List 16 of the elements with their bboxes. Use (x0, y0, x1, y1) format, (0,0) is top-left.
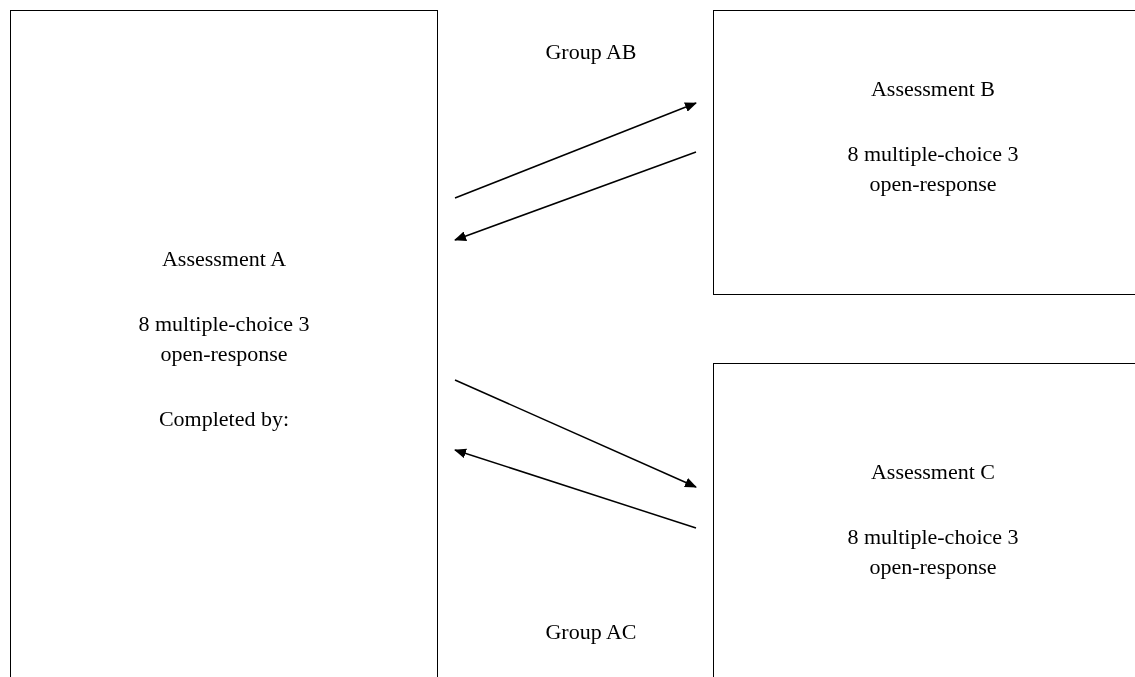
box-text: Completed by: (158, 405, 290, 433)
assessment-box (713, 363, 1135, 677)
box-text: 8 multiple-choice 3 open-response (846, 523, 1020, 581)
arrow (454, 102, 697, 199)
box-text: 8 multiple-choice 3 open-response (846, 140, 1020, 198)
assessment-box (713, 10, 1135, 295)
group-label: Group AB (545, 38, 637, 66)
box-title: Assessment C (870, 458, 996, 486)
arrow (454, 448, 697, 529)
arrow (454, 151, 697, 241)
group-label: Group AC (545, 618, 637, 646)
assessment-box (10, 10, 438, 677)
box-text: 8 multiple-choice 3 open-response (137, 310, 311, 368)
box-title: Assessment B (870, 75, 996, 103)
box-title: Assessment A (161, 245, 287, 273)
arrow (454, 379, 697, 488)
